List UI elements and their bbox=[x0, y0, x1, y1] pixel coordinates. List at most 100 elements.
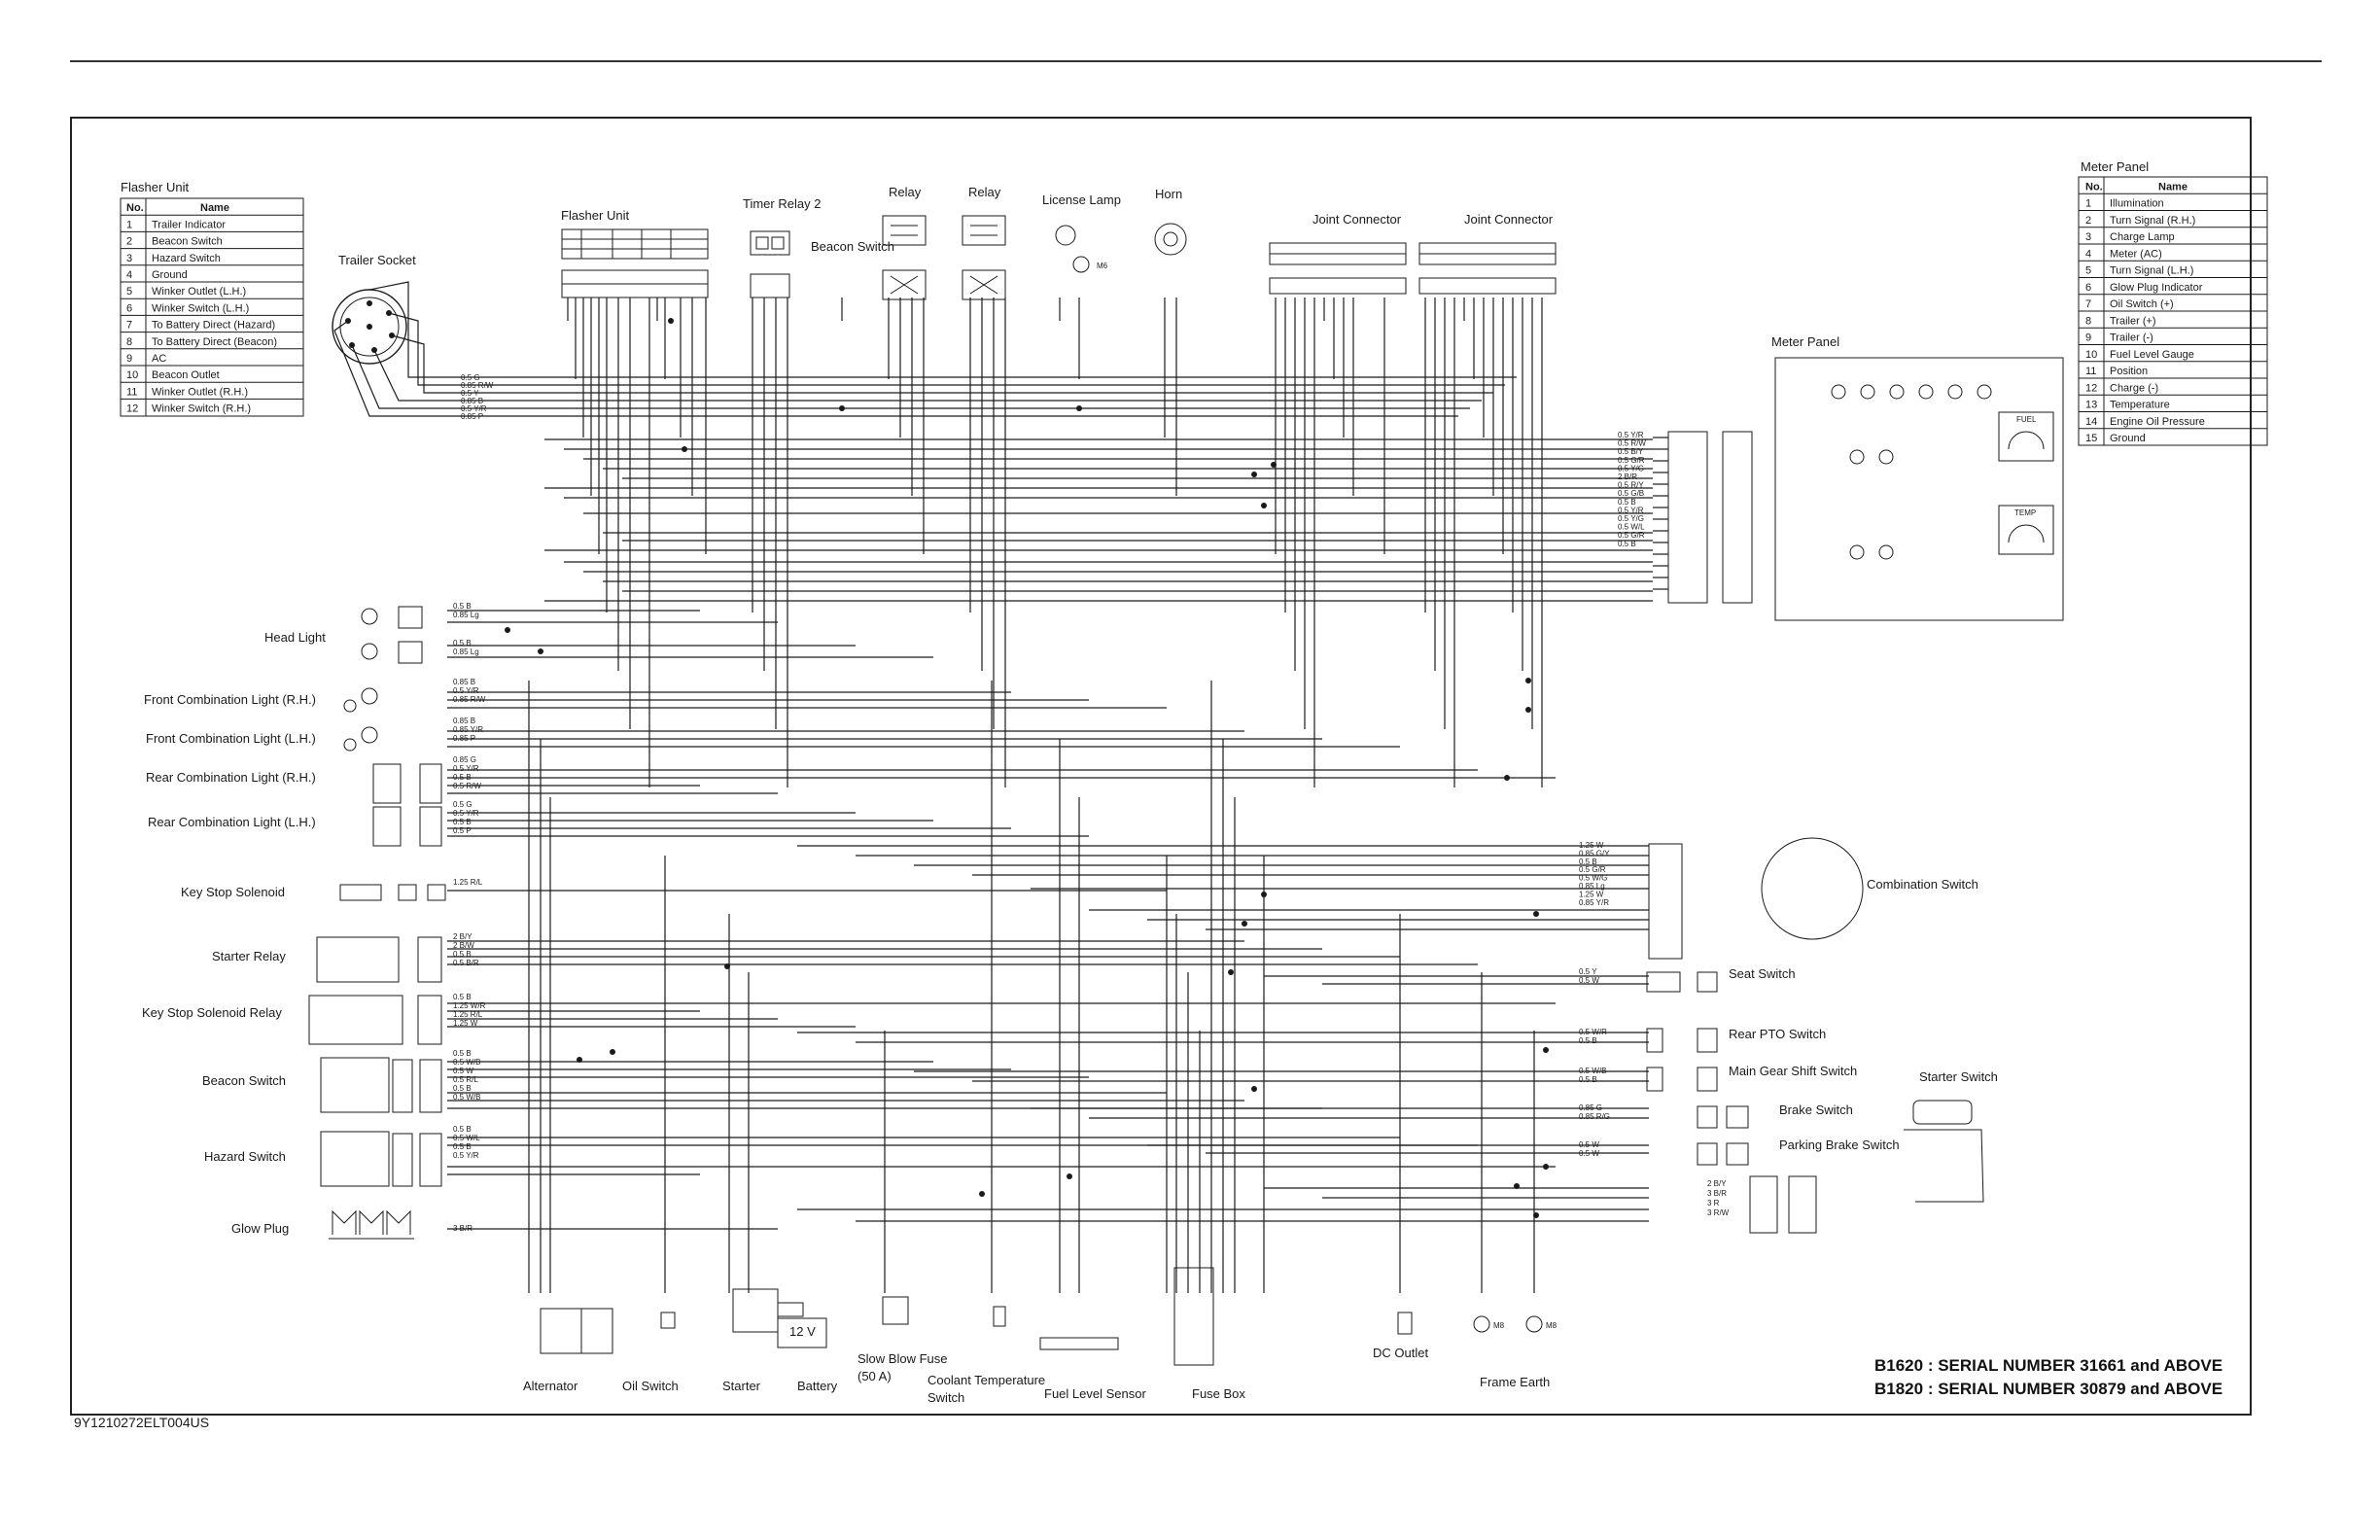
wire-label: 0.5 B bbox=[453, 602, 472, 611]
flasher-unit: Flasher Unit bbox=[561, 208, 709, 298]
meter-table-cell-name: Name bbox=[2158, 181, 2188, 192]
horn-label: Horn bbox=[1155, 187, 1182, 201]
junction-dot bbox=[1504, 775, 1510, 781]
flasher-table-cell-name: Trailer Indicator bbox=[152, 219, 226, 230]
wire-label: 0.5 B bbox=[453, 639, 472, 648]
flasher-table-cell-no: 6 bbox=[126, 302, 132, 314]
wire-label: 0.5 B bbox=[453, 1125, 472, 1134]
wire-label: 0.85 Lg bbox=[453, 611, 479, 619]
wire-label: 1.25 W bbox=[1579, 841, 1604, 850]
wire-label: 0.5 G/R bbox=[1579, 865, 1606, 874]
wire-label: 0.5 B bbox=[453, 818, 472, 826]
battery-label: Battery bbox=[797, 1379, 838, 1393]
junction-dot bbox=[505, 627, 510, 633]
frame-earth-m8-1: M8 bbox=[1493, 1321, 1505, 1330]
meter-table-cell-name: Temperature bbox=[2110, 400, 2170, 411]
junction-dot bbox=[1076, 405, 1082, 411]
wire-label: 0.5 W bbox=[1579, 1140, 1599, 1149]
junction-dot bbox=[1261, 892, 1267, 897]
flasher-table-cell-no: 1 bbox=[126, 219, 132, 230]
fuse-box-label: Fuse Box bbox=[1192, 1386, 1245, 1401]
junction-dot bbox=[577, 1057, 582, 1063]
alternator-label: Alternator bbox=[523, 1379, 578, 1393]
wire-label: 0.5 W/B bbox=[1579, 1067, 1606, 1075]
meter-table-cell-no: 11 bbox=[2085, 366, 2096, 377]
wire-label: 0.5 Y/G bbox=[1618, 514, 1644, 523]
flasher-table-cell-no: 4 bbox=[126, 269, 132, 281]
meter-table-cell-name: Meter (AC) bbox=[2110, 248, 2162, 260]
wire-label: 0.85 G/Y bbox=[1579, 849, 1610, 858]
meter-table-cell-name: Glow Plug Indicator bbox=[2110, 282, 2203, 294]
flasher-table-cell-name: Winker Switch (L.H.) bbox=[152, 302, 249, 314]
meter-table-cell-name: Trailer (-) bbox=[2110, 332, 2153, 344]
wire-label: 1.25 R/L bbox=[453, 878, 483, 887]
rear-comb-rh-label: Rear Combination Light (R.H.) bbox=[146, 770, 316, 785]
flasher-table-cell-name: Beacon Outlet bbox=[152, 369, 220, 381]
wire-label: 0.5 G/R bbox=[1618, 531, 1645, 540]
meter-table-cell-no: 7 bbox=[2085, 298, 2091, 310]
wire-label: 0.5 W/B bbox=[453, 1058, 480, 1067]
combination-switch-label: Combination Switch bbox=[1867, 877, 1978, 892]
relay-2-label: Relay bbox=[968, 185, 1001, 199]
wire-label: 0.5 B bbox=[1579, 858, 1597, 866]
meter-table-cell-no: 15 bbox=[2085, 433, 2097, 444]
starter-label: Starter bbox=[722, 1379, 761, 1393]
wire-label: 0.85 B bbox=[453, 678, 475, 686]
wiring bbox=[447, 298, 1668, 1293]
right-components: Combination Switch Seat Switch Rear PTO … bbox=[1646, 837, 1998, 1234]
wire-label: 0.85 P bbox=[461, 412, 483, 421]
flasher-table-cell-name: To Battery Direct (Beacon) bbox=[152, 336, 277, 348]
wire-label: 0.5 R/W bbox=[453, 782, 481, 790]
battery-voltage: 12 V bbox=[789, 1324, 816, 1339]
meter-table-cell-no: 5 bbox=[2085, 265, 2091, 277]
flasher-table-cell-no: 7 bbox=[126, 320, 132, 332]
beacon-switch-top-label-1: Beacon Switch bbox=[811, 239, 894, 254]
wire-label: 0.5 R/Y bbox=[1618, 481, 1644, 490]
meter-panel: Meter Panel FUEL TEMP bbox=[1667, 334, 2064, 621]
wire-label: 1.25 W/R bbox=[453, 1001, 486, 1010]
wire-label: 0.85 Lg bbox=[453, 648, 479, 656]
junction-dot bbox=[1251, 1086, 1257, 1092]
flasher-table-cell-no: 3 bbox=[126, 253, 132, 264]
dc-outlet-label: DC Outlet bbox=[1373, 1346, 1428, 1360]
joint-connector-1: Joint Connector bbox=[1269, 212, 1407, 295]
junction-dot bbox=[724, 963, 730, 969]
wire-label: 3 B/R bbox=[1707, 1189, 1727, 1198]
junction-dot bbox=[1525, 678, 1531, 683]
wire-label: 0.5 G bbox=[453, 800, 472, 809]
temp-gauge-label: TEMP bbox=[2014, 508, 2036, 517]
meter-table-cell-no: 1 bbox=[2085, 198, 2091, 210]
slow-blow-fuse-label-2: (50 A) bbox=[858, 1369, 892, 1383]
wire-label: 0.85 B bbox=[453, 717, 475, 725]
flasher-table-cell-name: Ground bbox=[152, 269, 188, 281]
relay-1: Relay bbox=[882, 185, 927, 300]
hazard-switch-label: Hazard Switch bbox=[204, 1149, 286, 1164]
wire-label: 0.5 B bbox=[453, 773, 472, 782]
flasher-table-title: Flasher Unit bbox=[121, 180, 189, 194]
wire-label: 0.5 W bbox=[1579, 976, 1599, 985]
flasher-table-cell-no: 10 bbox=[126, 369, 138, 381]
wire-label: 0.85 Y/R bbox=[1579, 898, 1609, 907]
flasher-table-cell-name: Beacon Switch bbox=[152, 236, 223, 248]
starter-switch-label: Starter Switch bbox=[1919, 1069, 1998, 1084]
meter-table-cell-name: Charge (-) bbox=[2110, 382, 2158, 394]
seat-switch-label: Seat Switch bbox=[1729, 966, 1796, 981]
trailer-socket: Trailer Socket bbox=[332, 253, 457, 417]
main-gear-shift-switch-label: Main Gear Shift Switch bbox=[1729, 1064, 1857, 1078]
joint-connector-2: Joint Connector bbox=[1418, 212, 1557, 295]
wire-label: 1.25 R/L bbox=[453, 1010, 483, 1019]
wire-label: 0.5 G/B bbox=[1618, 489, 1644, 498]
meter-table-cell-name: Trailer (+) bbox=[2110, 315, 2156, 327]
meter-panel-label: Meter Panel bbox=[1771, 334, 1839, 349]
meter-table-cell-name: Oil Switch (+) bbox=[2110, 298, 2174, 310]
flasher-table-cell-name: Winker Outlet (R.H.) bbox=[152, 386, 248, 398]
meter-table-cell-name: Engine Oil Pressure bbox=[2110, 416, 2205, 428]
wire-label: 0.5 B bbox=[453, 1049, 472, 1058]
glow-plug-label: Glow Plug bbox=[231, 1221, 289, 1236]
left-components: Head Light Front Combination Light (R.H.… bbox=[142, 606, 446, 1240]
junction-dot bbox=[1514, 1183, 1520, 1189]
slow-blow-fuse-label-1: Slow Blow Fuse bbox=[858, 1351, 947, 1366]
diagram-frame bbox=[70, 117, 2252, 1416]
